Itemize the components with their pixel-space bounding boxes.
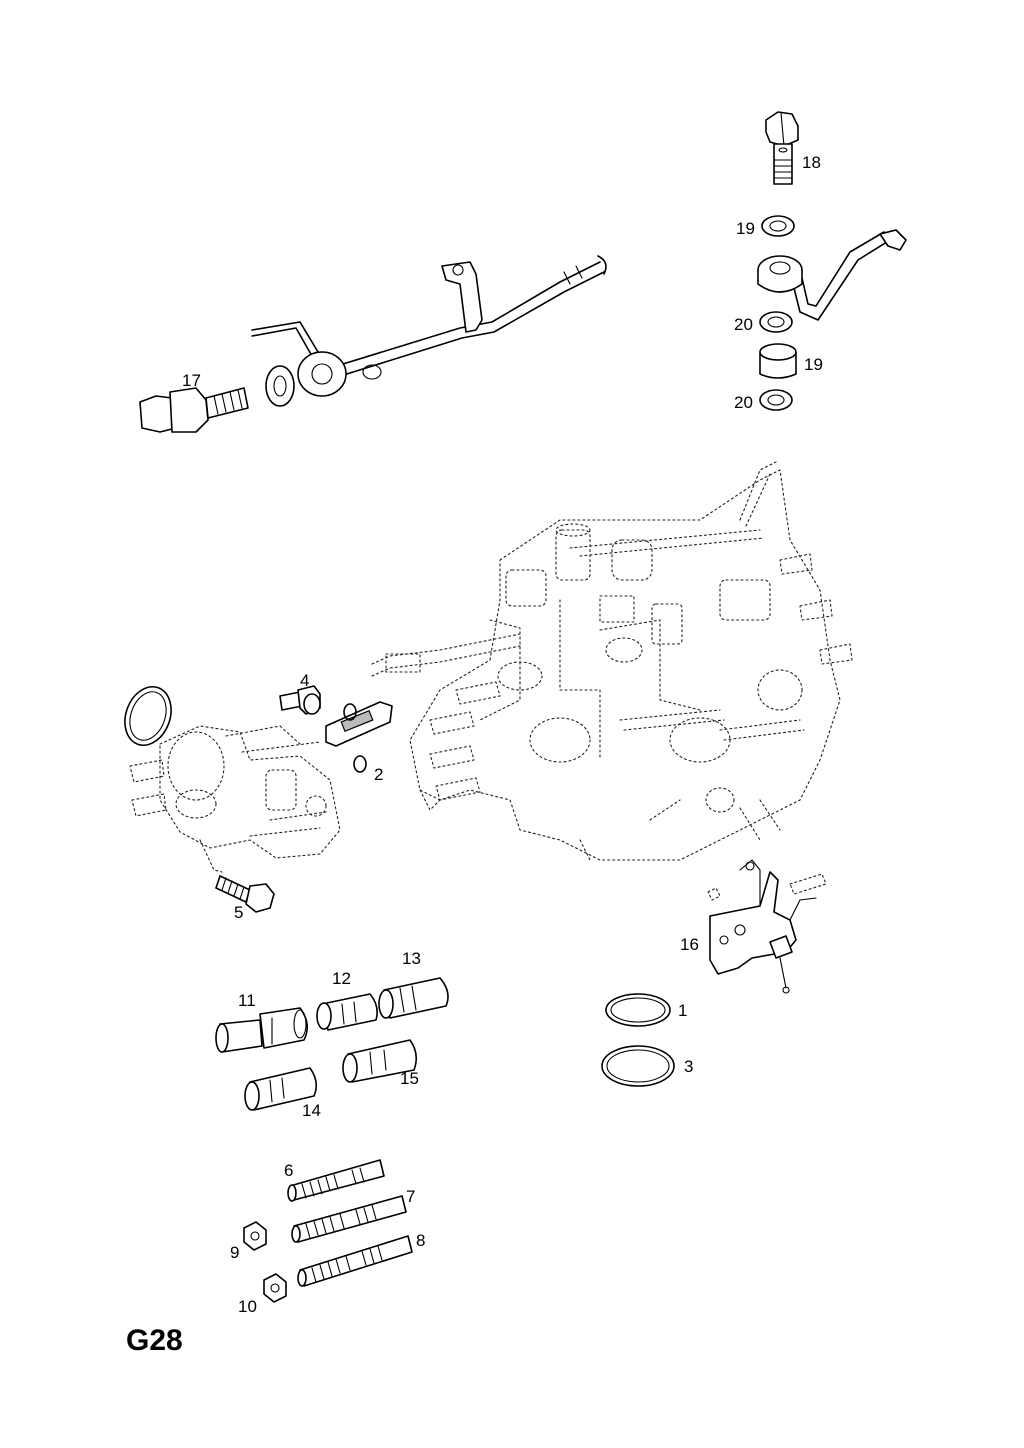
callout-10: 10 <box>238 1297 257 1316</box>
callout-13: 13 <box>402 949 421 968</box>
callout-16: 16 <box>680 935 699 954</box>
callout-5: 5 <box>234 903 243 922</box>
callout-20-lower: 20 <box>734 393 753 412</box>
callout-2: 2 <box>374 765 383 784</box>
callout-9: 9 <box>230 1243 239 1262</box>
lever-bracket-16 <box>707 859 827 994</box>
injection-pump-body <box>371 461 853 861</box>
callout-8: 8 <box>416 1231 425 1250</box>
valve-set <box>215 977 449 1111</box>
callout-14: 14 <box>302 1101 321 1120</box>
leak-off-pipe-assembly <box>139 255 607 433</box>
page-code: G28 <box>126 1324 183 1357</box>
pump-front-housing <box>124 686 341 873</box>
callout-7: 7 <box>406 1187 415 1206</box>
hollow-bolt-5 <box>215 875 275 913</box>
cover-plate-group <box>279 685 393 773</box>
callout-1: 1 <box>678 1001 687 1020</box>
callout-19-upper: 19 <box>736 219 755 238</box>
callout-19-lower: 19 <box>804 355 823 374</box>
studs-and-nuts <box>243 1159 413 1303</box>
callout-18: 18 <box>802 153 821 172</box>
callout-3: 3 <box>684 1057 693 1076</box>
banjo-fitting-assembly <box>757 111 907 411</box>
callout-12: 12 <box>332 969 351 988</box>
callout-6: 6 <box>284 1161 293 1180</box>
callout-4: 4 <box>300 671 309 690</box>
callout-15: 15 <box>400 1069 419 1088</box>
callout-11: 11 <box>238 991 256 1010</box>
o-rings-1-3 <box>601 993 675 1087</box>
callout-20-upper: 20 <box>734 315 753 334</box>
callout-labels: 17 18 19 20 19 20 4 2 5 16 1 3 11 12 13 … <box>182 153 823 1316</box>
callout-17: 17 <box>182 371 201 390</box>
